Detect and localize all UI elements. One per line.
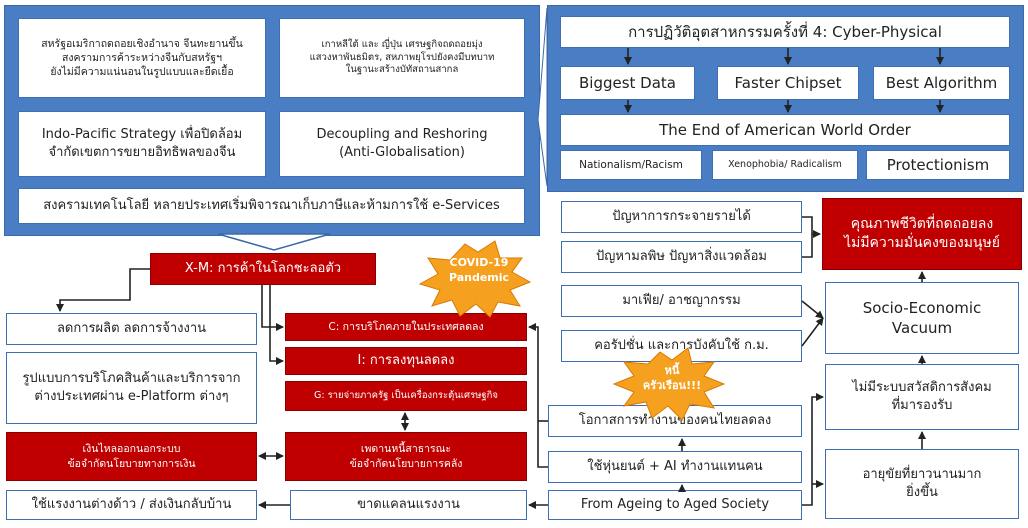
world-order-box: The End of American World Order — [560, 114, 1010, 146]
money-outflow-box: เงินไหลออกนอกระบบ ข้อจำกัดนโยบายทางการเง… — [6, 432, 257, 481]
nationalism-box: Nationalism/Racism — [560, 150, 702, 180]
korea-japan-eu-box: เกาหลีใต้ และ ญี่ปุ่น เศรษฐกิจถดถอยมุ่ง … — [279, 18, 525, 98]
xm-trade-box: X-M: การค้าในโลกชะลอตัว — [150, 253, 376, 285]
biggest-data-box: Biggest Data — [560, 66, 695, 100]
public-debt-box: เพดานหนี้สาธารณะ ข้อจำกัดนโยบายการคลัง — [285, 432, 527, 481]
xenophobia-box: Xenophobia/ Radicalism — [712, 150, 858, 180]
quality-of-life-box: คุณภาพชีวิตที่ถดถอยลง ไม่มีความมั่นคงของ… — [822, 198, 1022, 270]
socio-economic-vacuum-box: Socio-Economic Vacuum — [825, 282, 1019, 354]
covid-burst-label: COVID-19 Pandemic — [448, 256, 510, 284]
e-platform-box: รูปแบบการบริโภคสินค้าและบริการจาก ต่างปร… — [6, 352, 257, 424]
pollution-box: ปัญหามลพิษ ปัญหาสิ่งแวดล้อม — [561, 241, 802, 273]
foreign-labor-box: ใช้แรงงานต่างด้าว / ส่งเงินกลับบ้าน — [6, 490, 257, 520]
best-algorithm-box: Best Algorithm — [873, 66, 1010, 100]
robot-ai-box: ใช้หุ่นยนต์ + AI ทำงานแทนคน — [548, 451, 802, 483]
household-debt-burst-label: หนี้ ครัวเรือน!!! — [642, 364, 702, 392]
indo-pacific-box: Indo-Pacific Strategy เพื่อปิดล้อม จำกัด… — [18, 111, 266, 177]
protectionism-box: Protectionism — [866, 150, 1010, 180]
us-china-box: สหรัฐอเมริกาถดถอยเชิงอำนาจ จีนทะยานขึ้น … — [18, 18, 266, 98]
panel-pointer — [217, 233, 331, 251]
labor-shortage-box: ขาดแคลนแรงงาน — [290, 490, 527, 520]
faster-chipset-box: Faster Chipset — [717, 66, 859, 100]
decoupling-box: Decoupling and Reshoring (Anti-Globalisa… — [279, 111, 525, 177]
welfare-box: ไม่มีระบบสวัสดิการสังคม ที่มารองรับ — [825, 364, 1019, 430]
income-distribution-box: ปัญหาการกระจายรายได้ — [561, 201, 802, 233]
cut-production-box: ลดการผลิต ลดการจ้างงาน — [6, 313, 257, 345]
tech-war-box: สงครามเทคโนโลยี หลายประเทศเริ่มพิจารณาเก… — [18, 188, 525, 224]
aged-society-box: From Ageing to Aged Society — [548, 490, 802, 520]
gov-spending-box: G: รายจ่ายภาครัฐ เป็นเครื่องกระตุ้นเศรษฐ… — [285, 381, 527, 411]
household-debt-burst — [612, 347, 726, 421]
longevity-box: อายุขัยที่ยาวนานมาก ยิ่งขึ้น — [825, 449, 1019, 519]
consumption-box: C: การบริโภคภายในประเทศลดลง — [285, 313, 527, 341]
callout-wedge — [537, 7, 548, 187]
mafia-box: มาเฟีย/ อาชญากรรม — [561, 285, 802, 317]
covid-burst — [418, 240, 532, 318]
investment-box: I: การลงทุนลดลง — [285, 347, 527, 375]
industry-4-title: การปฏิวัติอุตสาหกรรมครั้งที่ 4: Cyber-Ph… — [560, 16, 1010, 48]
